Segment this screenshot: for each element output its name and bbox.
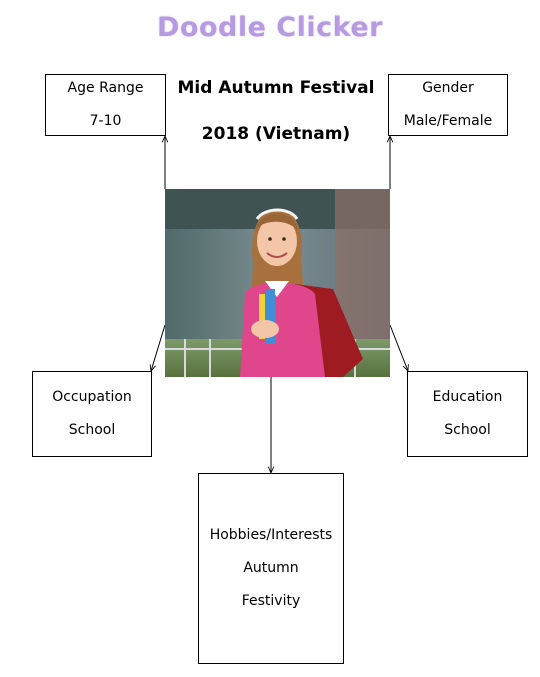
age-range-value: 7-10: [89, 113, 122, 129]
hobbies-box: Hobbies/Interests Autumn Festivity: [198, 473, 344, 664]
gender-value: Male/Female: [403, 113, 493, 129]
gender-box: Gender Male/Female: [388, 74, 508, 136]
connector-occupation: [151, 324, 166, 371]
event-title-line2: 2018 (Vietnam): [201, 124, 351, 144]
hobbies-label: Hobbies/Interests: [209, 527, 333, 543]
education-label: Education: [432, 389, 503, 405]
gender-label: Gender: [422, 80, 474, 96]
hobbies-value-1: Autumn: [243, 560, 299, 576]
occupation-box: Occupation School: [32, 371, 152, 457]
hobbies-value-2: Festivity: [241, 593, 301, 609]
age-range-label: Age Range: [67, 80, 144, 96]
education-value: School: [444, 422, 491, 438]
occupation-value: School: [68, 422, 116, 438]
event-title-line1: Mid Autumn Festival: [177, 78, 375, 98]
page-title: Doodle Clicker: [157, 12, 383, 43]
person-photo: [165, 189, 390, 377]
education-box: Education School: [407, 371, 528, 457]
connector-education: [389, 324, 408, 371]
age-range-box: Age Range 7-10: [45, 74, 166, 136]
occupation-label: Occupation: [52, 389, 132, 405]
person-photo-icon: [165, 189, 390, 377]
